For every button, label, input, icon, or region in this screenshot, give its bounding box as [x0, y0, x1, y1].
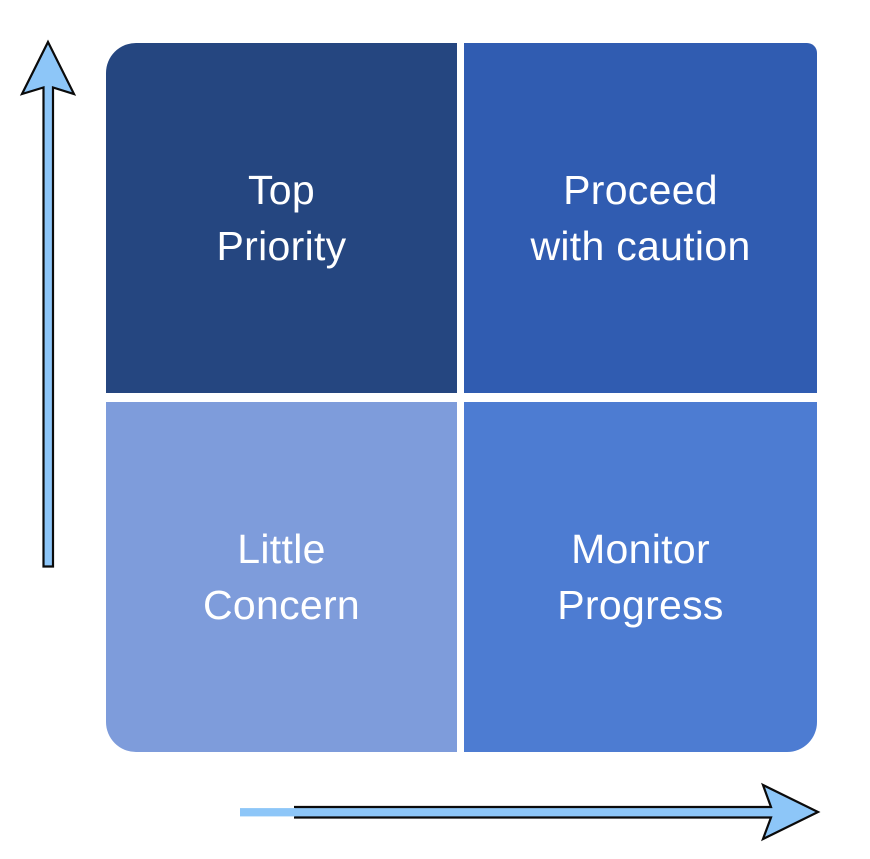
quadrant-label-line: Progress [557, 582, 724, 628]
quadrant-label-line: Little [237, 526, 326, 572]
quadrant-label-line: Priority [216, 223, 347, 269]
quadrant-label-line: Proceed [563, 167, 718, 213]
quadrant-label-line: Monitor [571, 526, 710, 572]
quadrant-label-line: Concern [202, 582, 361, 628]
quadrant-label-line: Top [247, 167, 315, 213]
x-axis-arrow-start-segment [240, 808, 295, 817]
quadrant-top-priority: Top Priority [106, 43, 457, 393]
quadrant-label-line: with caution [530, 223, 751, 269]
quadrant-monitor-progress: Monitor Progress [464, 402, 817, 752]
y-axis-up-arrow-icon [19, 39, 77, 568]
quadrant-proceed-with-caution: Proceed with caution [464, 43, 817, 393]
x-axis-right-arrow-icon [294, 782, 821, 842]
quadrant-little-concern: Little Concern [106, 402, 457, 752]
